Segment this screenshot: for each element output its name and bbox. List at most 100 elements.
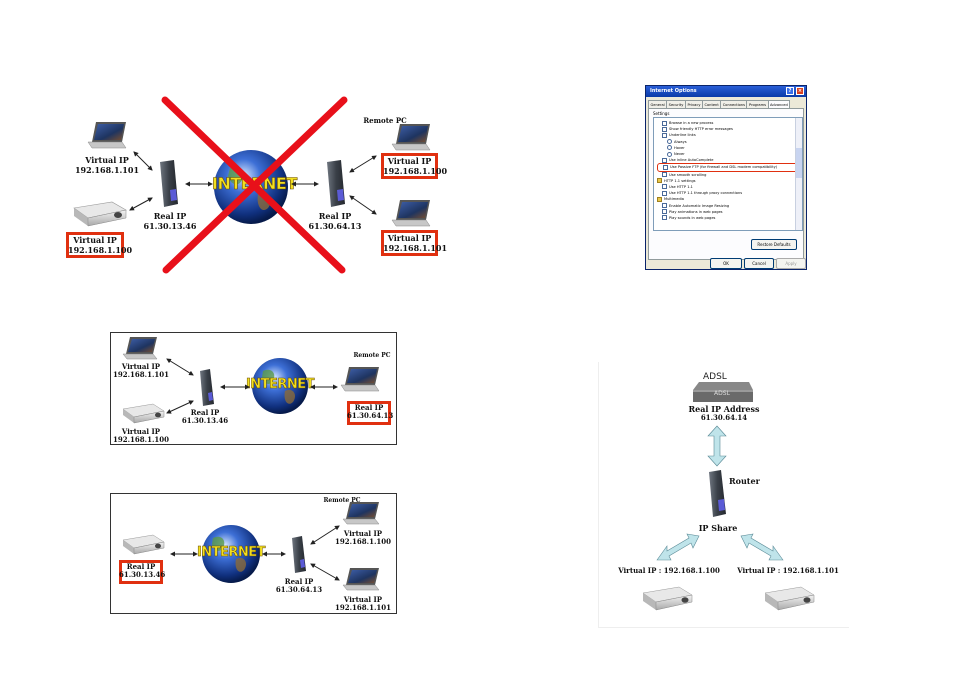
tab-programs[interactable]: Programs [746,100,769,108]
settings-list-item[interactable]: Enable Automatic Image Resizing [657,202,802,209]
remote-pc-label: Remote PC [363,116,407,125]
projector-icon [122,403,165,424]
help-icon[interactable]: ? [786,87,794,95]
radio-icon[interactable] [667,139,672,145]
ok-button[interactable]: OK [710,258,742,269]
right-virtual-ip: Virtual IP : 192.168.1.101 [737,566,839,575]
settings-list-item[interactable]: HTTP 1.1 settings [657,178,802,184]
right-bottom-label: Virtual IP [343,595,383,604]
checkbox-icon[interactable] [662,132,667,138]
checkbox-icon[interactable] [663,164,668,170]
right-top-label: Virtual IP [387,156,432,166]
checkbox-icon[interactable] [662,203,667,209]
tab-general[interactable]: General [648,100,668,108]
settings-list-item[interactable]: Never [657,151,802,157]
settings-item-label: Browse in a new process [669,121,714,126]
checkbox-icon[interactable] [662,184,667,190]
settings-list-item[interactable]: Use smooth scrolling [657,172,802,178]
restore-defaults-button[interactable]: Restore Defaults [751,239,797,250]
tab-security[interactable]: Security [666,100,686,108]
settings-item-label: Use inline AutoComplete [669,158,714,163]
router-label: Router [729,476,760,486]
right-ip: 61.30.64.13 [347,411,394,420]
tab-privacy[interactable]: Privacy [684,100,703,108]
vertical-double-arrow [707,425,727,467]
real-ip-address-label: Real IP Address [688,404,760,414]
left-bottom-ip: 192.168.1.100 [68,245,133,255]
settings-list-item[interactable]: Underline links [657,132,802,138]
checkbox-icon[interactable] [662,172,667,178]
router-ip: 61.30.13.46 [181,416,229,425]
close-icon[interactable]: × [796,87,804,95]
tab-advanced[interactable]: Advanced [767,100,791,108]
highlight-box [119,560,163,584]
router-label: Real IP [190,408,220,417]
left-label: Real IP [126,562,156,571]
tab-connections[interactable]: Connections [720,100,748,108]
right-label: Real IP [354,403,384,412]
right-top-ip: 192.168.1.100 [334,537,392,546]
checkbox-icon[interactable] [662,120,667,126]
diagonal-double-arrows [656,533,784,561]
connection-arrows [170,525,340,581]
settings-list-item[interactable]: Multimedia [657,196,802,202]
remote-pc-label: Remote PC [323,497,361,504]
checkbox-icon[interactable] [662,215,667,221]
internet-label: INTERNET [245,377,315,393]
adsl-device-label: ADSL [714,390,730,397]
left-router-label: Real IP [153,211,187,221]
left-virtual-ip: Virtual IP : 192.168.1.100 [618,566,720,575]
scrollbar[interactable] [795,118,802,230]
checkbox-icon[interactable] [662,190,667,196]
folder-icon[interactable] [657,178,662,184]
radio-icon[interactable] [667,151,672,157]
left-ip: 61.30.13.46 [119,570,166,579]
tab-content[interactable]: Content [701,100,722,108]
scrollbar-thumb[interactable] [796,148,802,178]
highlight-box [66,232,124,258]
remote-pc-label: Remote PC [353,352,391,359]
left-top-label: Virtual IP [85,155,129,165]
settings-list-item[interactable]: Use Passive FTP (for firewall and DSL mo… [657,163,802,172]
settings-list-item[interactable]: Play sounds in web pages [657,215,802,221]
left-bottom-label: Virtual IP [121,427,161,436]
settings-list-item[interactable]: Use HTTP 1.1 [657,184,802,190]
highlight-box [381,230,438,256]
left-top-label: Virtual IP [121,362,161,371]
settings-list-item[interactable]: Browse in a new process [657,120,802,126]
adsl-label: ADSL [703,372,727,382]
settings-list-item[interactable]: Hover [657,145,802,151]
settings-item-label: Use HTTP 1.1 [669,184,693,189]
settings-list-item[interactable]: Always [657,139,802,145]
globe-icon [252,358,308,414]
settings-list-item[interactable]: Play animations in web pages [657,209,802,215]
router-icon [200,369,214,406]
apply-button[interactable]: Apply [776,258,806,269]
laptop-icon [391,200,431,227]
settings-list-item[interactable]: Show friendly HTTP error messages [657,126,802,132]
highlight-box [347,401,391,425]
laptop-icon [391,124,431,151]
checkbox-icon[interactable] [662,209,667,215]
internet-label: INTERNET [196,545,266,561]
globe-icon [202,525,260,583]
checkbox-icon[interactable] [662,126,667,132]
left-bottom-ip: 192.168.1.100 [112,435,170,444]
laptop-icon [342,502,380,525]
settings-list-item[interactable]: Use inline AutoComplete [657,157,802,163]
right-top-ip: 192.168.1.100 [383,166,448,176]
right-router-ip: 61.30.64.13 [308,221,362,231]
folder-icon[interactable] [657,196,662,202]
cancel-button[interactable]: Cancel [744,258,774,269]
settings-list-item[interactable]: Use HTTP 1.1 through proxy connections [657,190,802,196]
radio-icon[interactable] [667,145,672,151]
checkbox-icon[interactable] [662,157,667,163]
settings-item-label: Always [674,139,687,144]
right-bottom-ip: 192.168.1.101 [334,603,392,612]
settings-item-label: Use HTTP 1.1 through proxy connections [669,191,743,196]
